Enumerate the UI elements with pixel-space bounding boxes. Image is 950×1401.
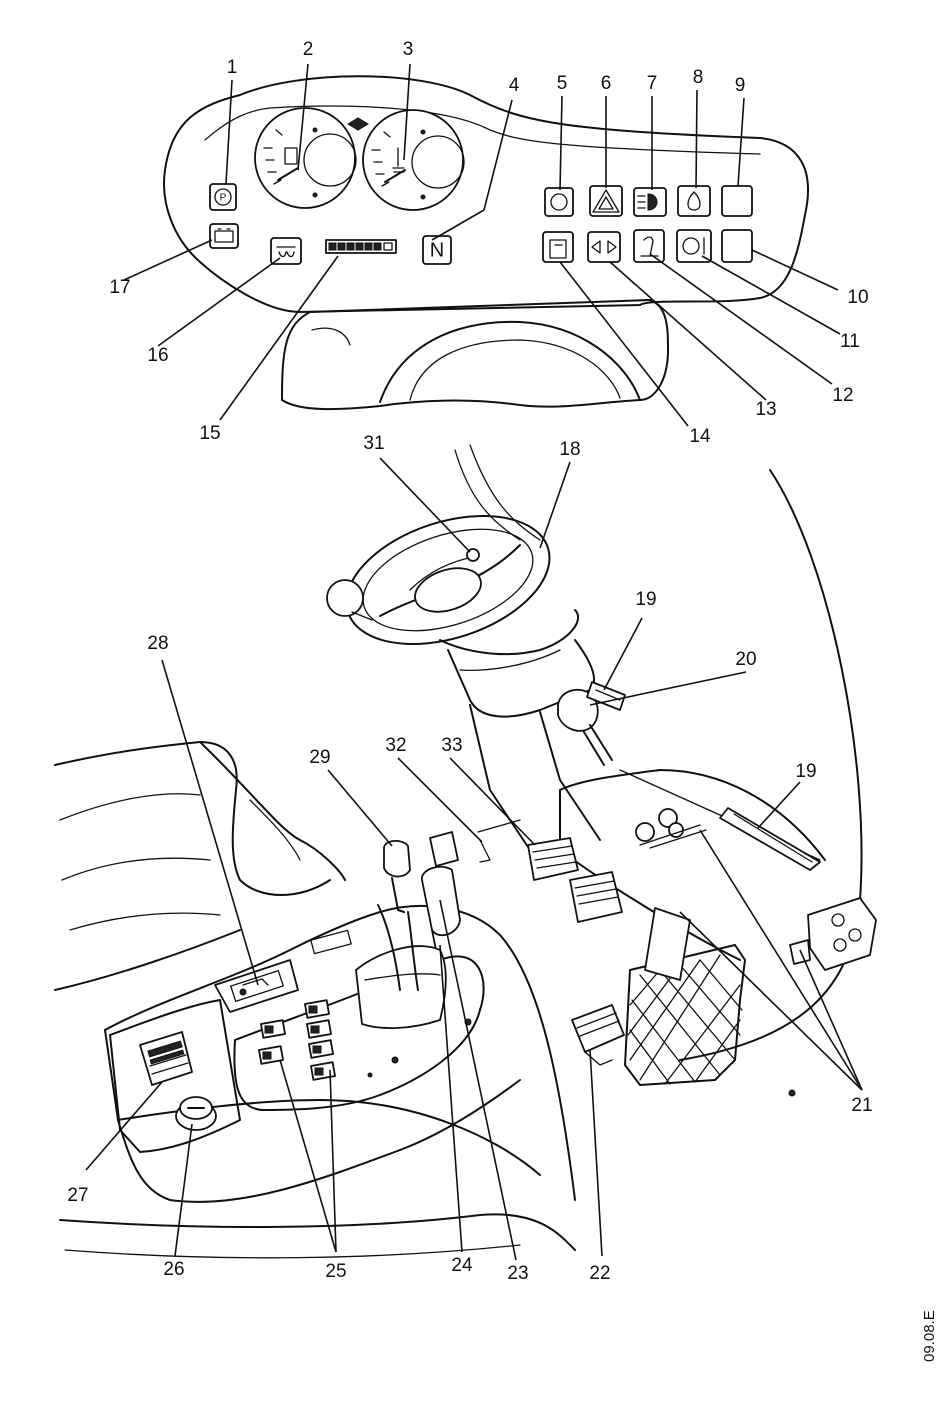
joystick-lever-main[interactable] <box>422 832 460 962</box>
warning-lamps-upper-row <box>545 186 752 216</box>
blank-lamp-bottom <box>722 230 752 262</box>
callout-15: 15 <box>199 423 220 444</box>
callout-32: 32 <box>385 735 406 756</box>
warning-lamps-lower-row <box>543 230 752 262</box>
callout-22: 22 <box>589 1263 610 1284</box>
callout-25: 25 <box>325 1261 346 1282</box>
seat-adjustment-switch[interactable] <box>215 960 298 1012</box>
defroster-vent-lower <box>720 808 820 870</box>
callout-16: 16 <box>147 345 168 366</box>
callout-7: 7 <box>647 73 658 94</box>
neutral-indicator: N <box>423 236 451 264</box>
operator-station <box>55 445 876 1260</box>
callout-31: 31 <box>363 433 384 454</box>
cigarette-lighter-cover <box>311 930 351 953</box>
accelerator-pedal[interactable] <box>570 872 622 922</box>
callout-14: 14 <box>689 426 711 447</box>
callout-numbers: 1 2 3 4 5 6 7 8 9 10 11 12 13 14 15 16 1… <box>67 39 872 1284</box>
callout-9: 9 <box>735 75 746 96</box>
callout-27: 27 <box>67 1185 88 1206</box>
parking-brake-indicator: P <box>210 184 236 210</box>
brand-logo-icon <box>348 118 368 130</box>
brake-pedal[interactable] <box>528 838 578 880</box>
instrument-panel: P N <box>124 64 840 426</box>
callout-13: 13 <box>755 399 776 420</box>
neutral-symbol: N <box>430 239 444 261</box>
callout-29: 29 <box>309 747 330 768</box>
callout-21: 21 <box>851 1095 872 1116</box>
callout-8: 8 <box>693 67 704 88</box>
callout-23: 23 <box>507 1263 528 1284</box>
parking-brake-symbol: P <box>220 193 227 204</box>
right-control-console <box>60 906 575 1258</box>
operator-seat <box>55 742 345 990</box>
joystick-lever-auxiliary[interactable] <box>384 841 410 912</box>
callout-17: 17 <box>109 277 130 298</box>
callout-19-lower: 19 <box>795 761 816 782</box>
callout-4: 4 <box>509 75 520 96</box>
fuel-gauge <box>255 108 356 208</box>
callout-24: 24 <box>451 1255 473 1276</box>
coolant-temperature-gauge <box>363 110 464 210</box>
preheat-indicator <box>271 238 301 264</box>
callout-3: 3 <box>403 39 414 60</box>
storage-net <box>625 908 745 1085</box>
cab-door-release[interactable] <box>572 1005 624 1065</box>
ignition-key-switch[interactable] <box>176 1097 216 1130</box>
callout-11: 11 <box>840 331 860 352</box>
callout-28: 28 <box>147 633 168 654</box>
rocker-switch-bank[interactable] <box>259 1000 335 1080</box>
hazard-warning-switch[interactable] <box>140 1032 192 1085</box>
fuse-panel[interactable] <box>636 809 706 848</box>
callout-2: 2 <box>303 39 314 60</box>
callout-1: 1 <box>227 57 238 78</box>
figure-reference-code: 09.08.E <box>921 1310 938 1362</box>
blank-lamp-top <box>722 186 752 216</box>
callout-20: 20 <box>735 649 756 670</box>
callout-18: 18 <box>559 439 580 460</box>
callout-10: 10 <box>847 287 868 308</box>
callout-12: 12 <box>832 385 853 406</box>
callout-5: 5 <box>557 73 568 94</box>
callout-33: 33 <box>441 735 462 756</box>
steering-wheel <box>327 492 566 667</box>
callout-6: 6 <box>601 73 612 94</box>
hour-meter <box>326 240 396 253</box>
callout-19-upper: 19 <box>635 589 656 610</box>
relay-block[interactable] <box>790 898 876 970</box>
steering-spinner-knob[interactable] <box>327 580 363 616</box>
battery-charge-indicator <box>210 224 238 248</box>
callout-26: 26 <box>163 1259 184 1280</box>
